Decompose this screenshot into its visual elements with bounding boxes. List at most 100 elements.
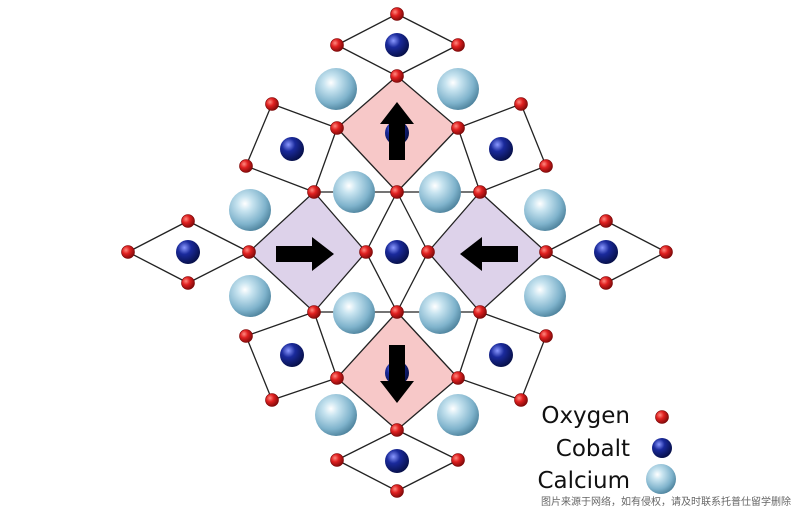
- legend-cobalt: Cobalt: [540, 432, 672, 464]
- oxygen-atom: [451, 121, 465, 135]
- bond-line: [396, 429, 459, 461]
- bond-line: [545, 251, 607, 284]
- calcium-atom: [524, 275, 566, 317]
- bond-line: [271, 377, 338, 401]
- oxygen-atom: [390, 7, 404, 21]
- calcium-atom: [229, 275, 271, 317]
- bond-line: [245, 165, 315, 193]
- arrow-up-icon: [380, 102, 414, 160]
- cobalt-atom: [489, 343, 513, 367]
- bond-line: [127, 251, 189, 284]
- cobalt-atom: [280, 343, 304, 367]
- bond-line: [457, 127, 481, 193]
- legend-oxygen-label: Oxygen: [541, 403, 630, 429]
- oxygen-atom: [242, 245, 256, 259]
- bond-line: [457, 311, 481, 379]
- oxygen-atom: [330, 453, 344, 467]
- cobalt-atom: [489, 137, 513, 161]
- oxygen-atom: [330, 121, 344, 135]
- oxygen-atom: [121, 245, 135, 259]
- bond-line: [605, 220, 667, 253]
- cobalt-atom: [280, 137, 304, 161]
- arrow-down-icon: [380, 345, 414, 403]
- oxygen-atom: [451, 38, 465, 52]
- bond-line: [187, 220, 250, 253]
- oxygen-atom: [307, 305, 321, 319]
- oxygen-atom: [359, 245, 373, 259]
- bond-line: [457, 103, 522, 129]
- oxygen-atom: [265, 393, 279, 407]
- oxygen-atom: [181, 276, 195, 290]
- oxygen-atom: [330, 38, 344, 52]
- calcium-atom: [419, 171, 461, 213]
- oxygen-atom: [421, 245, 435, 259]
- calcium-atom: [229, 189, 271, 231]
- oxygen-atom: [390, 69, 404, 83]
- bond-line: [365, 251, 398, 313]
- bond-line: [396, 459, 459, 492]
- oxygen-atom: [451, 371, 465, 385]
- bond-line: [479, 311, 547, 337]
- oxygen-atom: [659, 245, 673, 259]
- bond-line: [479, 165, 547, 193]
- cobalt-atom: [176, 240, 200, 264]
- oxygen-atom: [390, 423, 404, 437]
- oxygen-atom: [265, 97, 279, 111]
- cobalt-atom: [385, 33, 409, 57]
- bond-line: [396, 191, 429, 253]
- bond-line: [365, 191, 398, 253]
- oxygen-atom: [239, 159, 253, 173]
- bond-line: [545, 220, 607, 253]
- oxygen-atom: [539, 245, 553, 259]
- legend-cobalt-label: Cobalt: [555, 436, 630, 462]
- cobalt-atom: [594, 240, 618, 264]
- bond-line: [520, 103, 547, 167]
- arrow-right-icon: [276, 237, 334, 271]
- calcium-swatch: [646, 464, 676, 494]
- calcium-atom: [437, 68, 479, 110]
- oxygen-atom: [539, 329, 553, 343]
- bond-line: [245, 311, 315, 337]
- oxygen-atom: [599, 276, 613, 290]
- bond-line: [313, 127, 338, 193]
- bond-line: [605, 251, 667, 284]
- calcium-atom: [419, 292, 461, 334]
- bond-line: [245, 103, 273, 167]
- bond-line: [313, 311, 338, 379]
- oxygen-atom: [390, 484, 404, 498]
- oxygen-swatch: [655, 410, 669, 424]
- bond-line: [520, 335, 547, 401]
- oxygen-atom: [514, 97, 528, 111]
- watermark-text: 图片来源于网络，如有侵权，请及时联系托普仕留学删除: [541, 497, 791, 508]
- bond-line: [457, 377, 522, 401]
- calcium-atom: [524, 189, 566, 231]
- legend-calcium: Calcium: [537, 464, 676, 496]
- calcium-atom: [437, 394, 479, 436]
- bond-line: [396, 44, 459, 77]
- bond-line: [336, 429, 398, 461]
- calcium-atom: [333, 292, 375, 334]
- cobalt-atom: [385, 240, 409, 264]
- bond-line: [336, 44, 398, 77]
- oxygen-atom: [473, 185, 487, 199]
- bond-line: [336, 459, 398, 492]
- oxygen-atom: [539, 159, 553, 173]
- bond-line: [271, 103, 338, 129]
- legend-calcium-label: Calcium: [537, 468, 630, 494]
- oxygen-atom: [181, 214, 195, 228]
- oxygen-atom: [330, 371, 344, 385]
- bond-line: [127, 220, 189, 253]
- oxygen-atom: [390, 185, 404, 199]
- cobalt-swatch: [652, 438, 672, 458]
- cobalt-atom: [385, 449, 409, 473]
- bond-line: [245, 335, 273, 401]
- bond-line: [396, 251, 429, 313]
- oxygen-atom: [451, 453, 465, 467]
- bond-line: [396, 13, 459, 46]
- oxygen-atom: [473, 305, 487, 319]
- oxygen-atom: [239, 329, 253, 343]
- legend-oxygen: Oxygen: [540, 399, 670, 431]
- bond-line: [187, 251, 250, 284]
- oxygen-atom: [390, 305, 404, 319]
